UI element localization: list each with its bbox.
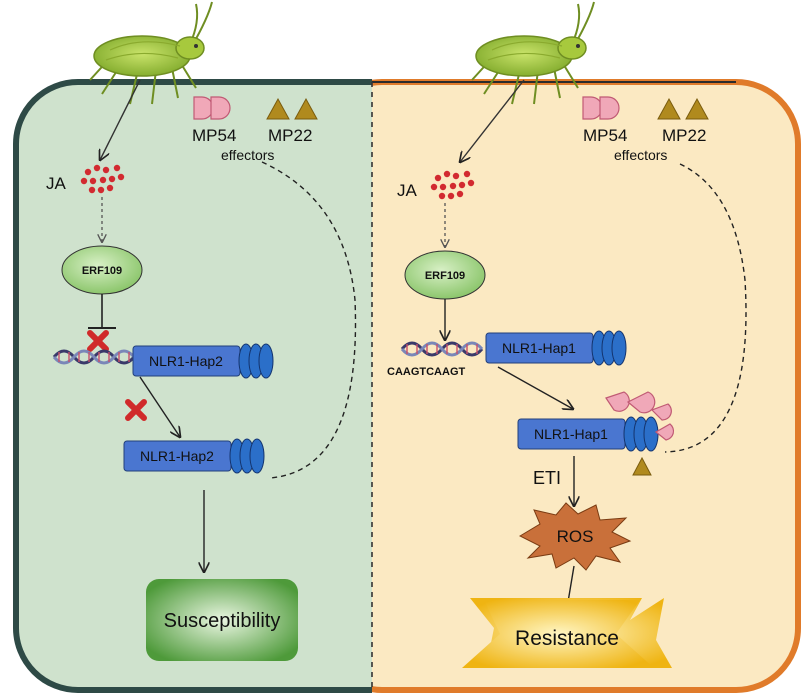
aphid-to-ja-arrow	[100, 79, 141, 160]
gene-to-protein-arrow	[139, 376, 180, 437]
erf109-label: ERF109	[82, 265, 122, 277]
bound-mp22-icon	[632, 456, 652, 476]
effectors-label-right: effectors	[614, 147, 667, 163]
nlr1-hap2-protein: NLR1-Hap2	[123, 438, 265, 474]
dna-icon	[52, 349, 136, 365]
aphid-to-ja-arrow-right	[460, 79, 525, 162]
mp22-effector-icon	[266, 97, 318, 120]
binding-motif-label: CAAGTCAAGT	[387, 366, 465, 378]
nlr1-hap1-protein-label: NLR1-Hap1	[534, 426, 608, 442]
bound-effectors-icon	[605, 391, 675, 441]
ja-label-right: JA	[397, 181, 418, 200]
lrr-repeats-icon-2	[229, 438, 265, 474]
effector-path	[261, 161, 357, 479]
eti-label: ETI	[533, 468, 561, 488]
resistance-label: Resistance	[515, 627, 619, 650]
ja-label: JA	[46, 174, 67, 193]
dna-icon-right	[400, 341, 484, 357]
gene-to-protein-arrow-right	[497, 366, 573, 409]
lrr-repeats-icon	[238, 343, 274, 379]
nlr1-hap2-gene-label: NLR1-Hap2	[149, 353, 223, 369]
ja-dots-icon	[80, 164, 125, 194]
mp54-label-right: MP54	[583, 126, 627, 145]
aphid-icon	[89, 1, 213, 105]
resistance-banner: Resistance	[462, 598, 672, 668]
ja-dots-icon-right	[430, 170, 475, 200]
susceptibility-label: Susceptibility	[164, 610, 281, 632]
ros-label: ROS	[557, 527, 594, 546]
blocked-cross-icon	[87, 330, 109, 352]
erf109-label-right: ERF109	[425, 270, 465, 282]
nlr1-hap2-gene: NLR1-Hap2	[132, 343, 274, 379]
erf109-oval: ERF109	[61, 245, 143, 295]
nlr1-hap1-protein: NLR1-Hap1	[517, 416, 659, 452]
mp54-effector-icon	[193, 96, 231, 120]
nlr1-hap1-gene: NLR1-Hap1	[485, 330, 627, 366]
nlr1-hap2-protein-label: NLR1-Hap2	[140, 448, 214, 464]
blocked-cross-icon-2	[125, 399, 147, 421]
nlr1-hap1-gene-label: NLR1-Hap1	[502, 340, 576, 356]
ros-burst: ROS	[518, 502, 632, 571]
mp22-label: MP22	[268, 126, 312, 145]
mp54-label: MP54	[192, 126, 236, 145]
inhibition-bar	[88, 294, 116, 329]
mp54-effector-icon-right	[582, 96, 620, 120]
aphid-icon-right	[471, 1, 595, 105]
susceptibility-box: Susceptibility	[146, 579, 298, 661]
lrr-repeats-icon-3	[591, 330, 627, 366]
effector-path-right	[664, 163, 747, 453]
right-cell	[372, 79, 801, 693]
mp22-effector-icon-right	[657, 97, 709, 120]
mp22-label-right: MP22	[662, 126, 706, 145]
effectors-label: effectors	[221, 147, 274, 163]
lrr-repeats-icon-4	[623, 416, 659, 452]
erf109-oval-right: ERF109	[404, 250, 486, 300]
